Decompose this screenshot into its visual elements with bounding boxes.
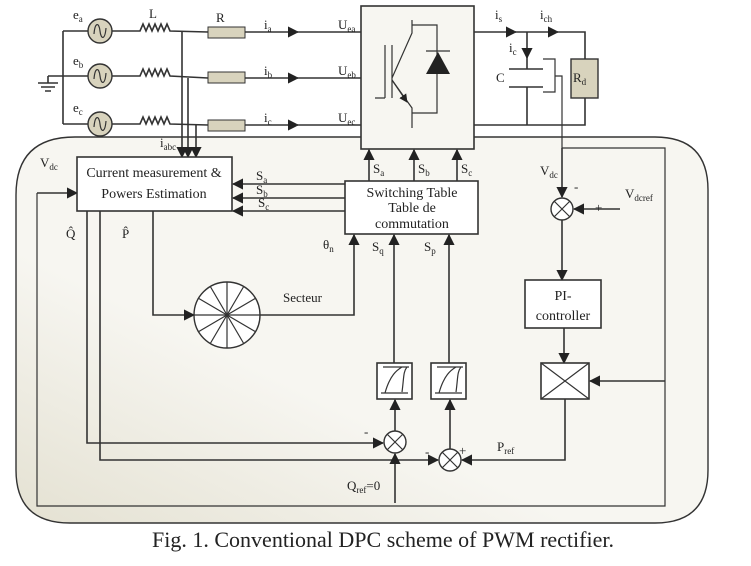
resistor-b (207, 71, 246, 84)
sign-minus-vdc: - (574, 179, 578, 194)
voltage-loop: Vdc - + Vdcref PI- controller (460, 148, 665, 466)
label-vdc-left: Vdc (40, 155, 58, 172)
power-loops: Sq Sp Q̂ P̂ - - + Qref=0 Pref (66, 211, 514, 503)
label-ec: ec (73, 100, 83, 117)
diode-icon (426, 52, 450, 74)
label-ic-dc: ic (509, 40, 517, 57)
label-sb-left: Sb (256, 182, 268, 199)
resistor-a (207, 26, 246, 39)
load-resistor (570, 58, 599, 99)
figure-caption: Fig. 1. Conventional DPC scheme of PWM r… (152, 527, 614, 552)
pwm-converter (360, 5, 475, 150)
phase-lines: L R ia ib ic Uea Ueb Uec iabc (112, 6, 362, 159)
measurement-block: Current measurement & Powers Estimation (76, 156, 233, 212)
label-uec: Uec (338, 110, 355, 127)
label-is: is (495, 7, 503, 24)
label-sc-left: Sc (258, 195, 269, 212)
label-vdcref: Vdcref (625, 186, 653, 203)
resistor-c (207, 119, 246, 132)
sign-minus-p: - (425, 444, 429, 459)
label-iabc: iabc (160, 135, 176, 152)
sign-plus-vdc: + (595, 200, 602, 215)
label-uea: Uea (338, 17, 355, 34)
label-vdc-right: Vdc (540, 163, 558, 180)
switch-signals: Sa Sb Sc Sa Sb Sc (231, 148, 472, 217)
sign-plus-p: + (459, 443, 466, 458)
label-ich: ich (540, 7, 553, 24)
label-sb-top: Sb (418, 161, 430, 178)
label-eb: eb (73, 53, 84, 70)
sector-detector: Secteur θn (152, 211, 360, 349)
control-panel (15, 136, 709, 524)
pi-title-2: controller (536, 309, 591, 324)
label-pref: Pref (497, 439, 514, 456)
measurement-title-2: Powers Estimation (101, 187, 206, 202)
ac-sources: ea eb ec (38, 7, 113, 137)
label-theta: θn (323, 237, 334, 254)
label-L: L (149, 6, 157, 21)
sum-q (383, 430, 407, 454)
sector-label: Secteur (283, 290, 323, 305)
sum-vdc (550, 197, 574, 221)
ground-icon (38, 75, 63, 92)
switching-subtitle: commutation (375, 217, 449, 232)
label-C: C (496, 70, 505, 85)
label-qref: Qref=0 (347, 478, 380, 495)
sign-minus-q: - (364, 424, 368, 439)
switching-title: Switching Table (367, 186, 458, 201)
dc-side: is ich ic C Rd (36, 7, 666, 507)
label-q-hat: Q̂ (66, 226, 76, 241)
label-ueb: Ueb (338, 63, 356, 80)
switching-table-block: Switching Table Table de commutation (344, 180, 479, 235)
source-b (87, 63, 113, 89)
label-Rd: Rd (573, 70, 587, 87)
switching-title-overlay: Table de (388, 201, 436, 216)
pi-controller (524, 279, 602, 329)
label-sc-top: Sc (461, 161, 472, 178)
label-sa-left: Sa (256, 168, 267, 185)
label-ic: ic (264, 110, 272, 127)
label-R: R (216, 10, 225, 25)
measurement-title-1: Current measurement & (86, 166, 221, 181)
label-ea: ea (73, 7, 83, 24)
label-ib: ib (264, 63, 273, 80)
label-sq: Sq (372, 239, 384, 256)
source-a (87, 18, 113, 44)
igbt-icon (375, 20, 438, 128)
sum-p (438, 448, 462, 472)
pi-title-1: PI- (554, 289, 571, 304)
label-p-hat: P̂ (122, 226, 129, 241)
label-sp: Sp (424, 239, 436, 256)
label-ia: ia (264, 17, 272, 34)
label-sa-top: Sa (373, 161, 384, 178)
source-c (87, 111, 113, 137)
